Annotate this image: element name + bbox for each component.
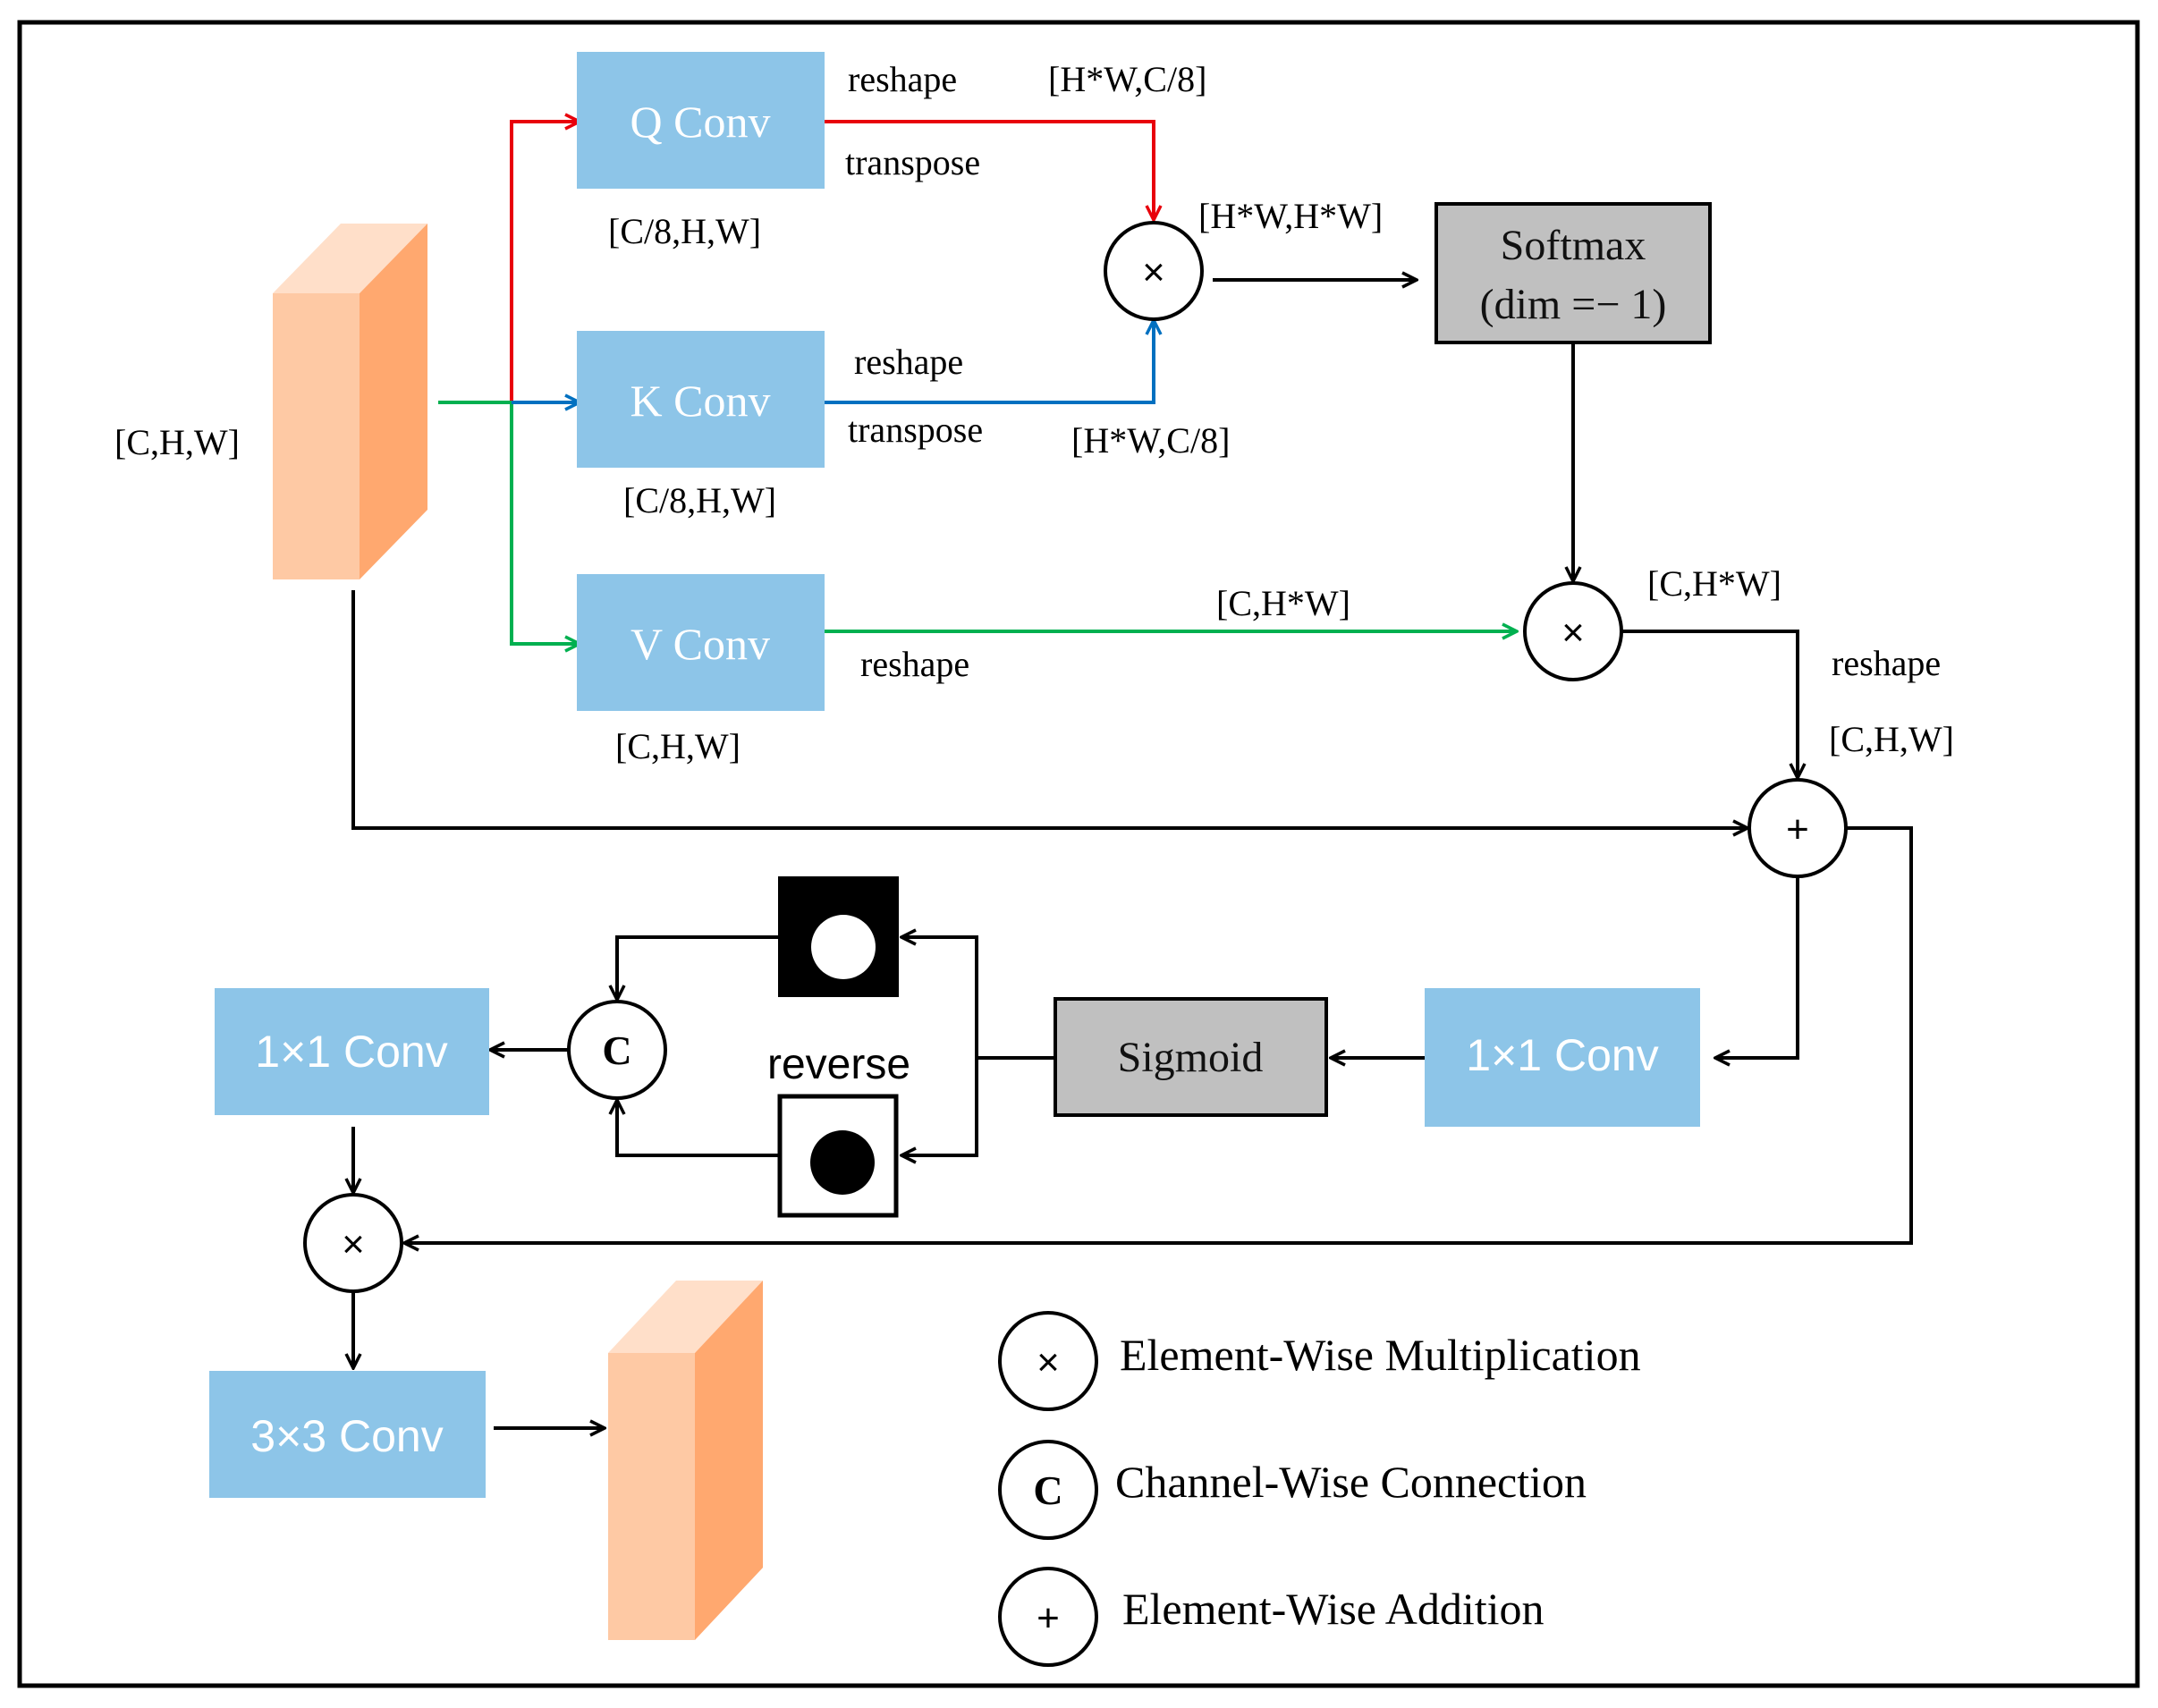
input-feature-front (273, 293, 360, 579)
conv1x1-right-label: 1×1 Conv (1466, 1030, 1658, 1080)
v-conv-label: V Conv (630, 619, 770, 669)
input-feature-side (360, 224, 427, 579)
white-mask-to-concat-arrow (617, 935, 778, 1000)
legend: × Element-Wise Multiplication C Channel-… (998, 1311, 1641, 1667)
conv3x3-label: 3×3 Conv (250, 1411, 443, 1461)
legend-add-symbol: + (1037, 1596, 1060, 1640)
q-to-mult-arrow (825, 120, 1154, 220)
q-shape-in-label: [C/8,H,W] (608, 211, 761, 251)
k-to-mult-arrow (825, 320, 1154, 404)
input-feature-map (273, 224, 427, 579)
v-shape-out-label: [C,H*W] (1216, 583, 1350, 623)
input-feature-top (273, 224, 427, 293)
softmax-label: Softmax (1501, 222, 1646, 269)
input-shape-label: [C,H,W] (114, 422, 240, 462)
legend-concat-text: Channel-Wise Connection (1115, 1457, 1587, 1507)
q-transpose-label: transpose (845, 142, 980, 182)
output-feature-front (608, 1353, 695, 1640)
output-feature-map (608, 1281, 763, 1640)
multiply-node-attn-v-symbol: × (1561, 611, 1585, 655)
white-circle-mask-dot (811, 915, 876, 979)
black-circle-mask-dot (810, 1130, 875, 1195)
output-feature-side (695, 1281, 763, 1640)
conv3x3-block (209, 1371, 486, 1498)
reverse-label: reverse (767, 1041, 910, 1088)
conv1x1-left-label: 1×1 Conv (255, 1027, 447, 1077)
legend-multiply-symbol: × (1037, 1340, 1060, 1384)
output-feature-top (608, 1281, 763, 1353)
k-conv-label: K Conv (630, 376, 771, 426)
v-branch-arrow (510, 402, 580, 644)
multiply-node-qk-symbol: × (1142, 250, 1165, 294)
v-shape-in-label: [C,H,W] (615, 726, 740, 766)
split-to-black-mask-arrow (901, 1058, 978, 1155)
legend-multiply-icon (998, 1311, 1098, 1411)
mult2-shape-label: [C,H*W] (1647, 563, 1781, 604)
q-reshape-label: reshape (848, 59, 957, 99)
legend-concat-icon (998, 1440, 1098, 1540)
k-shape-out-label: [H*W,C/8] (1071, 420, 1230, 461)
legend-add-icon (998, 1567, 1098, 1667)
q-branch-arrow (510, 122, 580, 402)
k-reshape-label: reshape (854, 342, 963, 382)
legend-add-text: Element-Wise Addition (1122, 1584, 1544, 1634)
conv1x1-right-block (1425, 988, 1700, 1127)
q-shape-out-label: [H*W,C/8] (1048, 59, 1206, 99)
softmax-dim-label: (dim =− 1) (1480, 281, 1667, 328)
legend-concat-symbol: C (1033, 1467, 1062, 1513)
black-mask-to-concat-arrow (617, 1100, 780, 1157)
q-conv-block (577, 52, 825, 189)
legend-multiply-text: Element-Wise Multiplication (1120, 1330, 1641, 1380)
add-to-conv1x1-arrow (1715, 876, 1799, 1058)
v-conv-block (577, 574, 825, 711)
conv1x1-left-block (215, 988, 489, 1115)
attention-shape-label: [H*W,H*W] (1198, 196, 1383, 236)
k-transpose-label: transpose (848, 410, 983, 450)
add-node-symbol: + (1786, 807, 1809, 851)
k-shape-in-label: [C/8,H,W] (623, 480, 776, 520)
multiply-node-qk (1104, 221, 1204, 321)
reshape-right-label: reshape (1832, 643, 1941, 683)
residual-arrow (351, 590, 1748, 828)
k-conv-block (577, 331, 825, 468)
concat-node-symbol: C (602, 1027, 631, 1073)
add-to-final-mult-arrow (404, 826, 1913, 1243)
softmax-block (1434, 202, 1712, 344)
q-conv-label: Q Conv (630, 97, 771, 147)
multiply-node-final-symbol: × (342, 1222, 365, 1266)
v-reshape-label: reshape (860, 644, 969, 684)
add-shape-label: [C,H,W] (1829, 719, 1954, 759)
mult-to-add-arrow (1621, 630, 1798, 778)
split-to-white-mask-arrow (901, 937, 978, 1058)
sigmoid-label: Sigmoid (1118, 1034, 1264, 1081)
